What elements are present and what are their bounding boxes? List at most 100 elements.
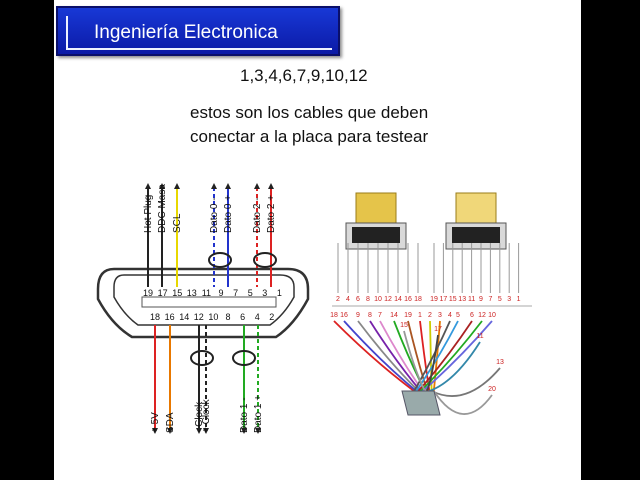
top-pin-number: 7 bbox=[233, 288, 238, 298]
wire-number: 17 bbox=[434, 326, 442, 333]
bottom-pin-number: 8 bbox=[225, 312, 230, 322]
cable-wire bbox=[343, 320, 417, 392]
arrow-icon bbox=[254, 183, 260, 189]
wire-number: 18 bbox=[330, 312, 338, 319]
bottom-pin-number: 4 bbox=[255, 312, 260, 322]
connector-pin-number: 7 bbox=[488, 296, 492, 303]
arrow-icon bbox=[167, 428, 173, 434]
top-wire-label: Dato 2 - bbox=[252, 197, 263, 233]
cable-wire bbox=[413, 320, 451, 392]
wire-number: 1 bbox=[418, 312, 422, 319]
connector-outline bbox=[96, 267, 310, 339]
connector-pin-number: 19 bbox=[430, 296, 438, 303]
slide: Ingeniería Electronica 1,3,4,6,7,9,10,12… bbox=[54, 0, 581, 480]
cable-wire bbox=[431, 367, 501, 397]
wire-number: 11 bbox=[476, 333, 483, 340]
connector-pin-number: 1 bbox=[517, 296, 521, 303]
title-banner-frame bbox=[66, 16, 332, 50]
cable-wire bbox=[403, 330, 426, 392]
note-line-2: conectar a la placa para testear bbox=[190, 127, 429, 146]
connector-pin-number: 8 bbox=[366, 296, 370, 303]
bottom-pin-number: 18 bbox=[150, 312, 160, 322]
arrow-icon bbox=[196, 428, 202, 434]
connector-pin-number: 5 bbox=[498, 296, 502, 303]
bottom-wire-label: SDA bbox=[165, 412, 176, 433]
wire-number: 8 bbox=[368, 312, 372, 319]
top-pin-number: 13 bbox=[187, 288, 197, 298]
connector-pin-number: 3 bbox=[507, 296, 511, 303]
wire-number: 16 bbox=[340, 312, 348, 319]
arrow-icon bbox=[241, 428, 247, 434]
connector-pin-number: 9 bbox=[479, 296, 483, 303]
bottom-wire-label: - Clock bbox=[194, 401, 205, 433]
top-wire-label: Dato 0 + bbox=[223, 195, 234, 233]
cable-bundle bbox=[401, 390, 441, 416]
wire-number: 20 bbox=[488, 386, 496, 393]
cable-wire bbox=[415, 320, 459, 392]
bottom-wire-label: Dato 1 - bbox=[239, 397, 250, 433]
cable-wire bbox=[369, 320, 422, 392]
cable-wire bbox=[426, 334, 439, 392]
top-wire-label: SCL bbox=[172, 213, 183, 233]
pins-list: 1,3,4,6,7,9,10,12 bbox=[240, 66, 368, 85]
bottom-pin-number: 6 bbox=[240, 312, 245, 322]
arrow-icon bbox=[225, 183, 231, 189]
top-pin-number: 15 bbox=[172, 288, 182, 298]
arrow-icon bbox=[203, 428, 209, 434]
cable-wire bbox=[429, 320, 433, 392]
arrow-icon bbox=[159, 183, 165, 189]
wire-number: 14 bbox=[390, 312, 398, 319]
note-line-1: estos son los cables que deben bbox=[190, 103, 429, 122]
pin-row bbox=[141, 296, 277, 308]
connector-pin-number: 15 bbox=[449, 296, 457, 303]
connector-pin-number: 10 bbox=[374, 296, 382, 303]
connector-a bbox=[345, 192, 407, 250]
wire-number: 13 bbox=[496, 359, 504, 366]
top-wire-label: Dato 2 + bbox=[266, 195, 277, 233]
cable-wire bbox=[333, 320, 415, 392]
arrow-icon bbox=[255, 428, 261, 434]
bottom-pin-number: 14 bbox=[179, 312, 189, 322]
connector-pin-number: 4 bbox=[346, 296, 350, 303]
bottom-pin-number: 10 bbox=[208, 312, 218, 322]
top-pin-number: 19 bbox=[143, 288, 153, 298]
right-letterbox bbox=[581, 0, 640, 480]
wire-number: 10 bbox=[488, 312, 496, 319]
connector-inner bbox=[113, 274, 295, 326]
top-pin-number: 1 bbox=[277, 288, 282, 298]
connector-b bbox=[445, 192, 507, 250]
cable-wire bbox=[419, 320, 483, 392]
left-letterbox bbox=[0, 0, 54, 480]
wire-number: 3 bbox=[438, 312, 442, 319]
pair-loop-dato2 bbox=[253, 252, 277, 268]
pair-loop-clock bbox=[190, 350, 214, 366]
bottom-wire-label: + 5V bbox=[150, 412, 161, 433]
page-title: Ingeniería Electronica bbox=[94, 22, 278, 43]
connector-pin-number: 11 bbox=[468, 296, 475, 303]
instruction-note: estos son los cables que deben conectar … bbox=[190, 101, 428, 149]
bottom-pin-number: 2 bbox=[269, 312, 274, 322]
wire-number: 7 bbox=[378, 312, 382, 319]
bottom-wire-label: + Clock bbox=[201, 398, 212, 433]
cable-wire bbox=[429, 341, 481, 392]
top-pin-number: 9 bbox=[218, 288, 223, 298]
wire-number: 12 bbox=[478, 312, 486, 319]
connector-pin-number: 2 bbox=[336, 296, 340, 303]
bottom-pin-number: 12 bbox=[194, 312, 204, 322]
wire-number: 2 bbox=[428, 312, 432, 319]
top-wire-label: Hot Plug bbox=[143, 195, 154, 233]
pair-loop-dato1 bbox=[232, 350, 256, 366]
connector-pin-number: 14 bbox=[394, 296, 402, 303]
pair-loop-dato0 bbox=[208, 252, 232, 268]
top-pin-number: 11 bbox=[202, 288, 211, 298]
arrow-icon bbox=[174, 183, 180, 189]
wire-number: 9 bbox=[356, 312, 360, 319]
top-pin-number: 5 bbox=[248, 288, 253, 298]
cable-wire bbox=[417, 320, 473, 392]
cable-wire bbox=[357, 320, 420, 392]
connector-pin-number: 16 bbox=[404, 296, 412, 303]
top-wire-label: Dato 0 - bbox=[209, 197, 220, 233]
bottom-pin-number: 16 bbox=[165, 312, 175, 322]
